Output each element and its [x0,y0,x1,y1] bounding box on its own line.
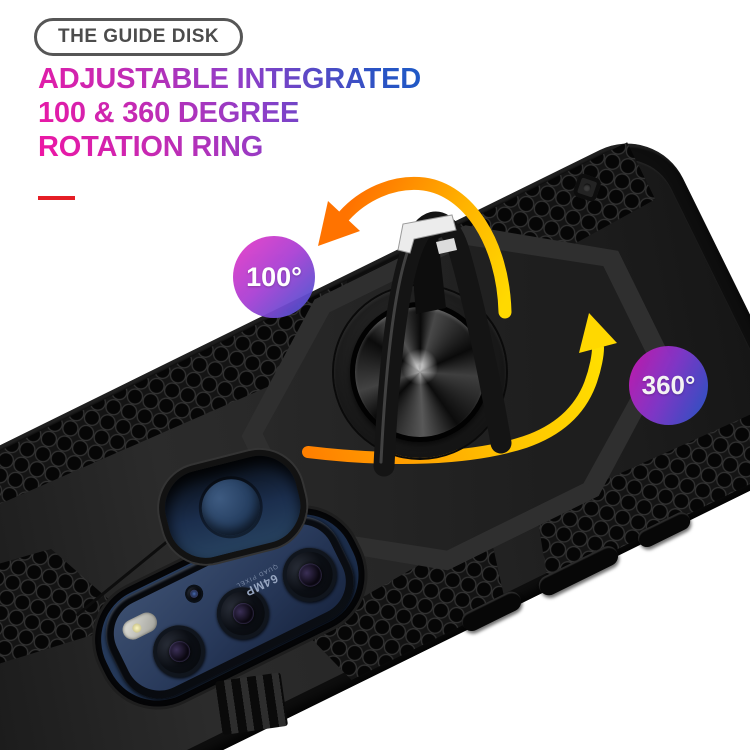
angle-badge-100-label: 100° [246,261,302,292]
ring-band [373,211,512,477]
title-line-2: 100 & 360 DEGREE [38,97,300,129]
title-underline [38,196,75,200]
angle-badge-360: 360° [629,346,708,425]
guide-disk-badge: THE GUIDE DISK [34,18,244,56]
ring-metal-clip [397,214,457,254]
tilt-arrow-icon [318,176,512,319]
ring-clip-foot [436,238,457,254]
spin-arrow-icon [302,313,617,464]
angle-badge-360-label: 360° [641,370,696,400]
title-line-1: ADJUSTABLE INTEGRATED [38,63,422,95]
title-line-3: ROTATION RING [38,131,264,163]
angle-badge-100: 100° [233,236,315,318]
page-title: ADJUSTABLE INTEGRATED 100 & 360 DEGREE R… [38,62,421,164]
